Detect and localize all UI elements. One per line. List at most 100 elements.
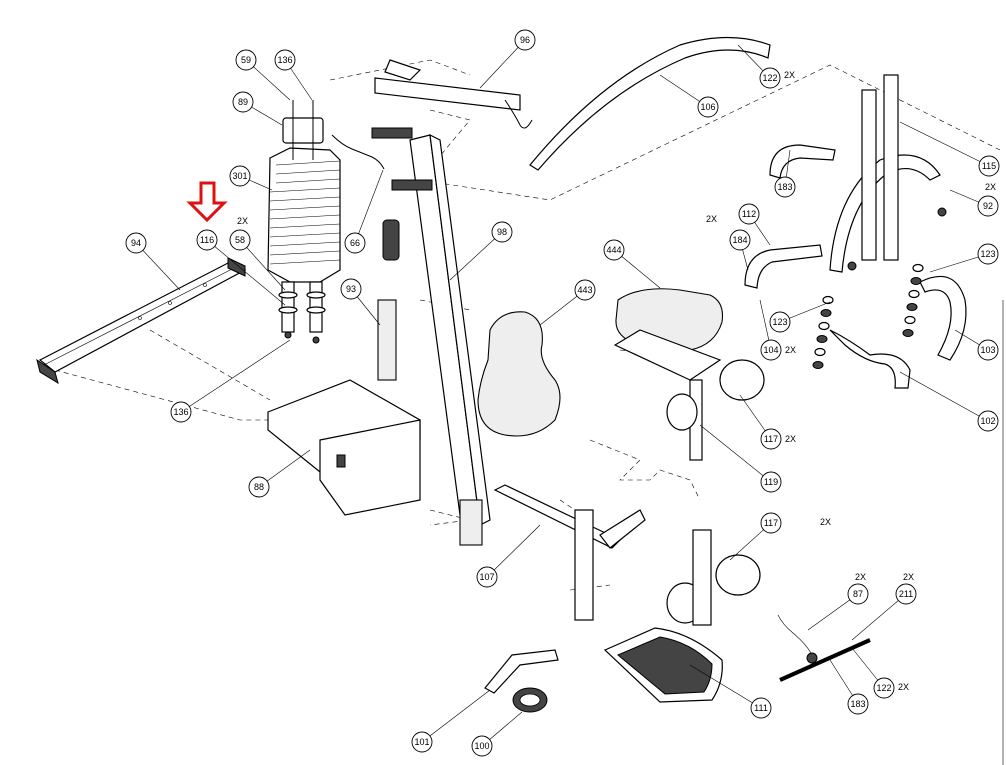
callout-116: 116 xyxy=(196,229,218,251)
callout-label: 184 xyxy=(732,235,747,245)
callout-59: 59 xyxy=(235,49,257,71)
callout-label: 89 xyxy=(238,97,248,107)
callout-label: 92 xyxy=(983,201,993,211)
leg-frame-part xyxy=(493,484,646,621)
washer-nut xyxy=(822,295,834,305)
callout-122: 122 xyxy=(873,677,895,699)
callout-label: 87 xyxy=(853,589,863,599)
callout-211: 211 xyxy=(895,583,917,605)
base-tube-part xyxy=(36,257,247,385)
callout-label: 96 xyxy=(520,35,530,45)
callout-117: 117 xyxy=(760,428,782,450)
callout-label: 107 xyxy=(479,572,494,582)
base-frame-part xyxy=(267,379,421,516)
leader-line xyxy=(449,231,503,281)
washer-nut xyxy=(902,329,914,337)
washer-nut xyxy=(814,347,826,357)
callout-label: 88 xyxy=(254,482,264,492)
highlight-arrow xyxy=(186,181,228,223)
callout-122: 122 xyxy=(759,67,781,89)
leader-line xyxy=(354,169,384,244)
callout-label: 93 xyxy=(346,284,356,294)
washer-nut xyxy=(812,361,824,369)
callout-88: 88 xyxy=(248,476,270,498)
callout-label: 119 xyxy=(764,477,778,487)
callout-label: 103 xyxy=(980,345,995,355)
quantity-marker: 2X xyxy=(237,216,248,226)
quantity-marker: 2X xyxy=(898,682,909,692)
callout-104: 104 xyxy=(760,339,782,361)
callout-92: 92 xyxy=(977,195,999,217)
callout-label: 66 xyxy=(350,238,360,248)
callout-136: 136 xyxy=(170,401,192,423)
quantity-marker: 2X xyxy=(903,572,914,582)
callout-111: 111 xyxy=(750,697,772,719)
weight-plate-line xyxy=(269,205,341,211)
leader-lines xyxy=(135,39,990,747)
callout-label: 104 xyxy=(763,345,778,355)
callout-label: 98 xyxy=(497,227,507,237)
callout-117: 117 xyxy=(760,512,782,534)
upright-frame-part xyxy=(371,59,533,546)
callout-label: 106 xyxy=(700,102,715,112)
callout-label: 117 xyxy=(764,434,778,444)
leader-line xyxy=(479,39,526,89)
callout-label: 136 xyxy=(173,407,188,417)
callout-107: 107 xyxy=(476,566,498,588)
callout-label: 123 xyxy=(772,317,787,327)
callout-100: 100 xyxy=(471,735,493,757)
callout-66: 66 xyxy=(344,232,366,254)
curved-handle-part xyxy=(829,275,967,389)
callout-label: 111 xyxy=(754,703,768,713)
callout-label: 122 xyxy=(762,73,777,83)
callout-184: 184 xyxy=(729,229,751,251)
leader-line xyxy=(899,121,990,167)
washer-nut xyxy=(904,315,916,325)
callout-444: 444 xyxy=(603,239,625,261)
leader-line xyxy=(239,239,286,291)
callout-93: 93 xyxy=(340,278,362,300)
weight-plate-line xyxy=(269,214,341,220)
quantity-marker: 2X xyxy=(784,70,795,80)
washer-nut xyxy=(820,309,832,317)
callout-183: 183 xyxy=(774,176,796,198)
callout-301: 301 xyxy=(229,165,251,187)
leader-line xyxy=(486,524,541,578)
washer-nut xyxy=(908,289,920,299)
callout-89: 89 xyxy=(232,91,254,113)
callout-label: 183 xyxy=(777,182,792,192)
callout-103: 103 xyxy=(977,339,999,361)
callout-96: 96 xyxy=(514,29,536,51)
callout-label: 301 xyxy=(232,171,247,181)
callout-123: 123 xyxy=(769,311,791,333)
weight-plate-line xyxy=(269,259,341,265)
callout-label: 58 xyxy=(235,235,245,245)
weight-plate-line xyxy=(269,241,341,247)
callout-label: 136 xyxy=(277,55,292,65)
washer-nut xyxy=(912,263,924,273)
callout-label: 115 xyxy=(982,161,996,171)
callout-label: 123 xyxy=(980,249,995,259)
seat-pad-part xyxy=(613,288,765,461)
callout-label: 100 xyxy=(474,741,489,751)
callout-label: 444 xyxy=(606,245,621,255)
callout-87: 87 xyxy=(847,583,869,605)
callout-115: 115 xyxy=(978,155,1000,177)
leader-line xyxy=(206,239,286,306)
weight-plate-line xyxy=(269,187,341,193)
leader-line xyxy=(689,664,762,709)
callout-label: 102 xyxy=(980,416,995,426)
callout-102: 102 xyxy=(977,410,999,432)
back-pad-part xyxy=(477,311,561,437)
callout-label: 59 xyxy=(241,55,251,65)
weight-plate-line xyxy=(275,160,341,166)
weight-plate-line xyxy=(275,169,341,175)
quantity-marker: 2X xyxy=(985,182,996,192)
callout-183: 183 xyxy=(847,693,869,715)
leader-line xyxy=(258,449,311,488)
weight-plate-line xyxy=(269,196,341,202)
curved-bar-part xyxy=(529,36,771,171)
